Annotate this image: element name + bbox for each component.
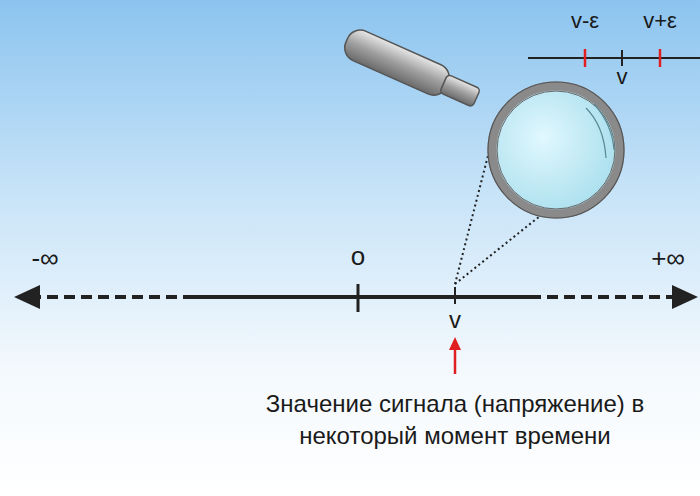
number-line: [14, 284, 698, 312]
bound-label: v-ε: [571, 8, 599, 33]
bound-label: v+ε: [643, 8, 677, 33]
axis-label: +∞: [651, 244, 685, 274]
value-label: v: [617, 64, 628, 89]
value-label: v: [449, 306, 461, 334]
axis-label: o: [351, 242, 365, 272]
zoomed-line: [528, 49, 700, 67]
pointer-arrow: [449, 337, 461, 374]
caption-note: Значение сигнала (напряжение) в некоторы…: [245, 388, 665, 452]
axis-label: -∞: [31, 244, 58, 274]
magnifier: [340, 26, 624, 218]
